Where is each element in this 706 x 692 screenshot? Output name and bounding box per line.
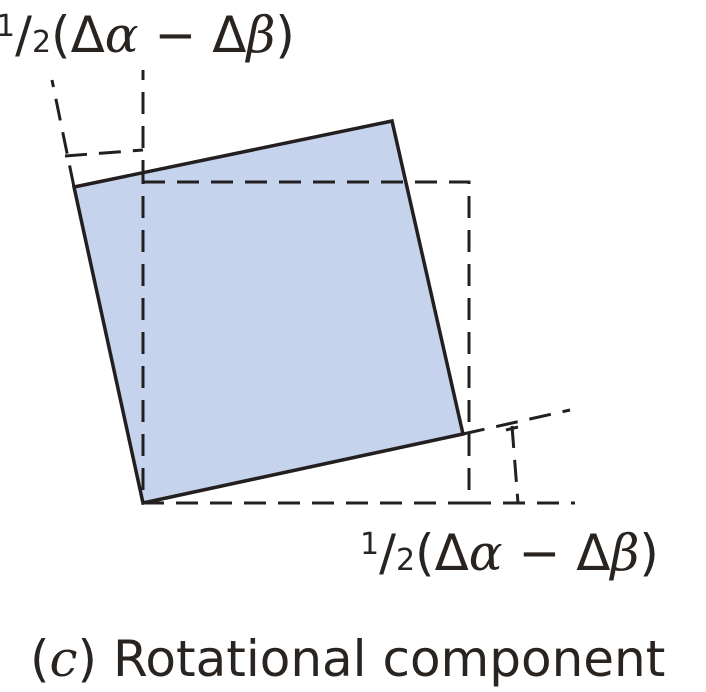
top-angle-open-paren: (: [51, 6, 71, 64]
top-angle-extension-line: [50, 79, 76, 188]
bottom-angle-tick: [505, 425, 519, 432]
top-angle-denominator: 2: [32, 25, 51, 60]
top-angle-close-paren: ): [275, 6, 295, 64]
bottom-angle-marker: [510, 425, 520, 504]
top-angle-label: 1/2(Δα − Δβ): [0, 6, 295, 64]
caption-text: Rotational component: [97, 630, 665, 688]
top-angle-delta-1: Δ: [71, 6, 105, 64]
bottom-angle-extension-line: [462, 408, 571, 436]
bottom-angle-label: 1/2(Δα − Δβ): [360, 524, 659, 582]
top-angle-alpha: α: [105, 6, 139, 64]
top-angle-minus: −: [139, 6, 213, 64]
top-angle-slash: /: [15, 6, 32, 64]
original-square-outline: [141, 180, 471, 505]
top-angle-numerator: 1: [0, 9, 15, 44]
bottom-angle-slash: /: [379, 524, 396, 582]
bottom-angle-numerator: 1: [360, 527, 379, 562]
top-angle-arc: [64, 148, 144, 158]
bottom-angle-beta: β: [608, 524, 639, 582]
bottom-angle-open-paren: (: [415, 524, 435, 582]
figure-caption: (c) Rotational component: [30, 630, 665, 688]
top-angle-beta: β: [244, 6, 275, 64]
bottom-angle-delta-1: Δ: [435, 524, 469, 582]
rotated-element: [71, 118, 466, 506]
top-angle-construction: [50, 70, 145, 188]
bottom-angle-alpha: α: [469, 524, 503, 582]
bottom-angle-delta-2: Δ: [576, 524, 610, 582]
bottom-angle-denominator: 2: [396, 543, 415, 578]
bottom-angle-construction: [462, 408, 575, 505]
bottom-angle-minus: −: [503, 524, 577, 582]
bottom-angle-close-paren: ): [639, 524, 659, 582]
caption-close-paren: ): [78, 630, 98, 688]
top-angle-delta-2: Δ: [212, 6, 246, 64]
caption-letter: c: [50, 630, 78, 688]
caption-open-paren: (: [30, 630, 50, 688]
